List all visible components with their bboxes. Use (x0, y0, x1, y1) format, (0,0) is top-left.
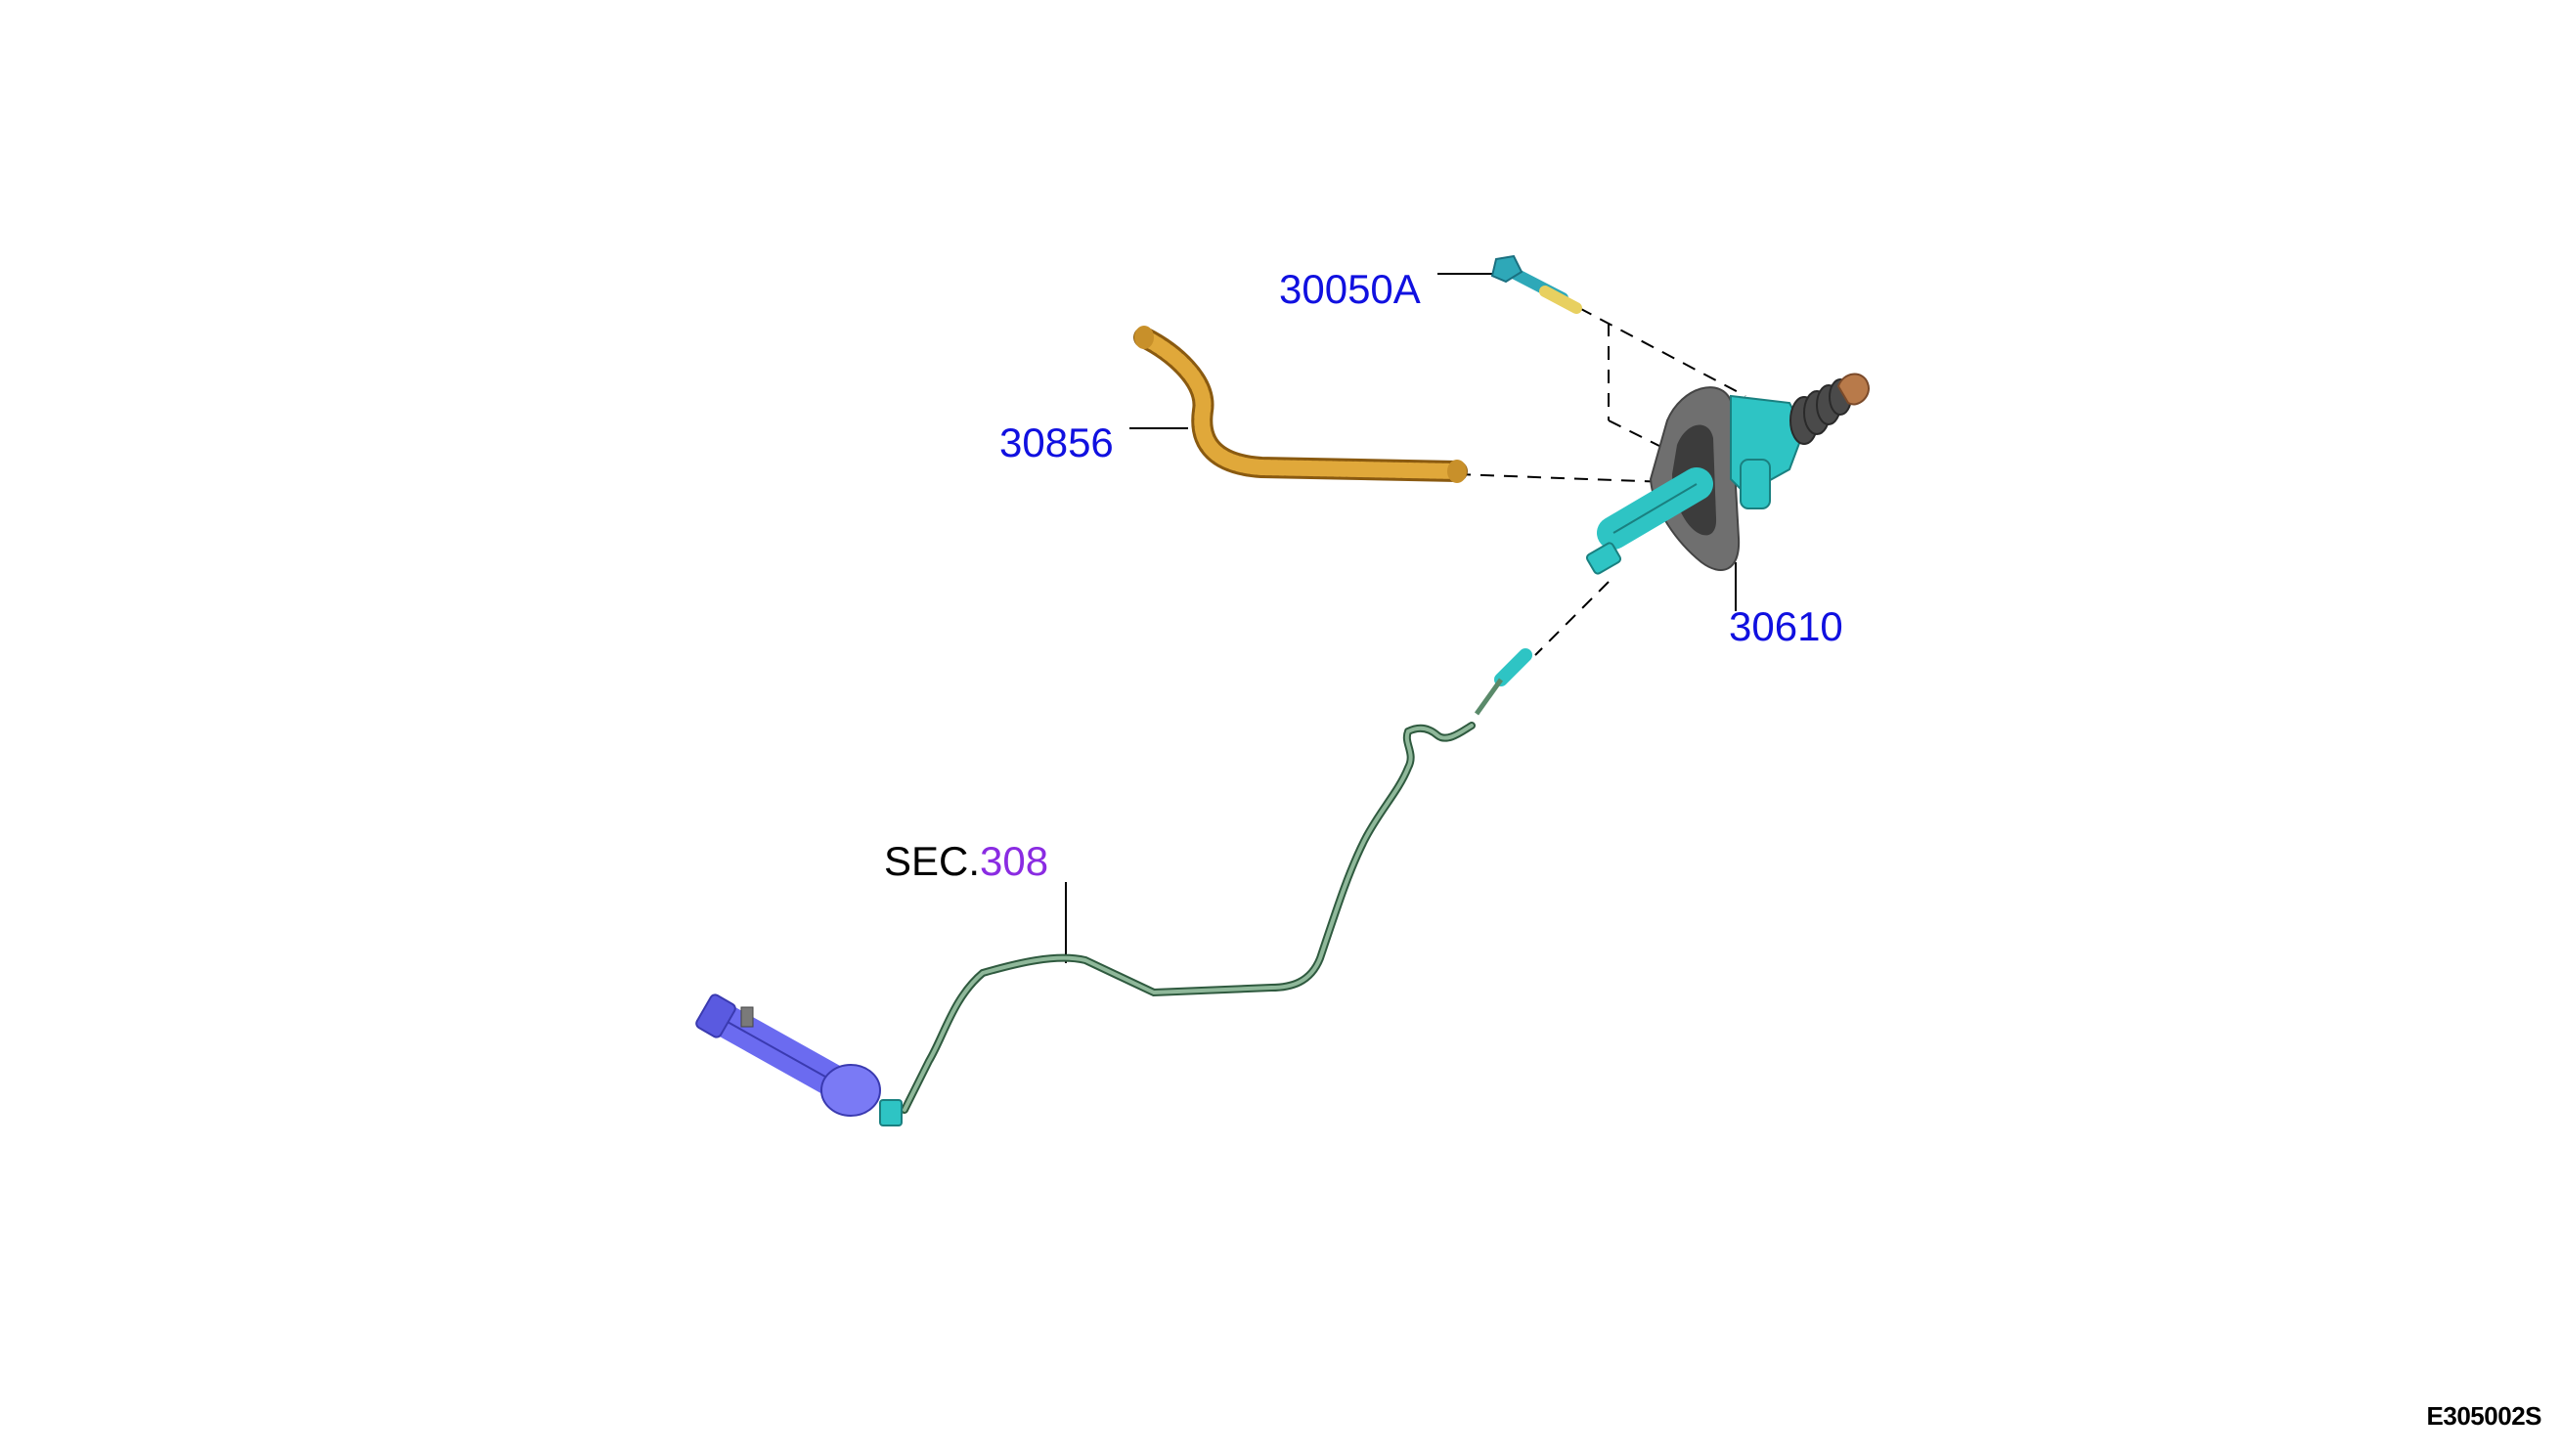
image-code: E305002S (2426, 1401, 2542, 1431)
master-cylinder-part (1585, 373, 1870, 575)
bolt-part (1490, 254, 1582, 314)
section-prefix: SEC. (884, 838, 981, 884)
callout-30050a[interactable]: 30050A (1279, 266, 1421, 312)
hydraulic-pipe (901, 722, 1476, 1114)
slave-cylinder-part (695, 993, 903, 1126)
hose-part (1133, 326, 1468, 483)
callout-section-308[interactable]: SEC.308 (884, 841, 1048, 882)
leader-lines (1065, 273, 1737, 963)
assembly-dashed-lines (1456, 307, 1746, 656)
callout-30610[interactable]: 30610 (1729, 603, 1843, 649)
connector-fitting (1474, 648, 1532, 716)
section-number: 308 (980, 838, 1049, 884)
callout-30856[interactable]: 30856 (999, 419, 1114, 465)
